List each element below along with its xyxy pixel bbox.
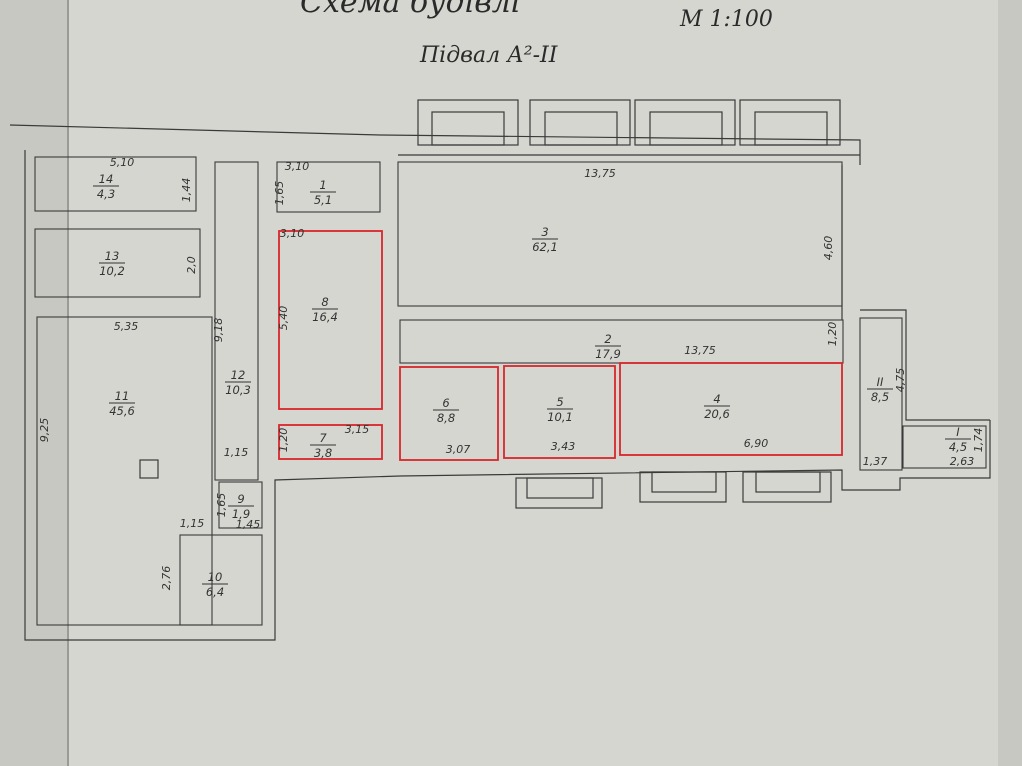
dimension-label: 3,15 <box>345 423 370 436</box>
room-8[interactable]: 816,4 3,10 5,40 <box>277 227 383 410</box>
dimension-label: 6,90 <box>744 437 769 450</box>
room-3[interactable]: 362,1 13,75 4,60 <box>397 161 843 307</box>
dimension-label: 9,18 <box>212 318 225 343</box>
room-outline <box>36 316 213 626</box>
walls <box>9 99 991 641</box>
plan-scale: М 1:100 <box>679 7 773 32</box>
room-6[interactable]: 68,8 3,07 <box>399 366 499 461</box>
dimension-label: 13,75 <box>684 344 716 357</box>
room-area: 1,9 <box>232 507 250 521</box>
dimension-label: 1,74 <box>972 428 985 453</box>
plan-subtitle: Підвал А²-ІІ <box>419 43 559 68</box>
room-outline <box>397 161 843 307</box>
dimension-label: 3,43 <box>551 440 576 453</box>
room-area: 10,1 <box>547 410 573 424</box>
dimension-label: 5,35 <box>114 320 139 333</box>
room-outline <box>902 425 987 469</box>
room-number: 14 <box>99 172 114 186</box>
room-area: 62,1 <box>532 240 558 254</box>
room-area: 10,2 <box>99 264 125 278</box>
room-number: 11 <box>115 389 130 403</box>
dimension-label: 1,45 <box>236 518 261 531</box>
room-outline <box>399 366 499 461</box>
room-outline <box>276 161 381 213</box>
dimension-label: 13,75 <box>584 167 616 180</box>
dimension-label: 9,25 <box>38 418 51 443</box>
room-number: II <box>877 375 884 389</box>
dimension-label: 4,75 <box>894 368 907 393</box>
room-outline <box>619 362 843 456</box>
paper-sheet <box>68 0 998 766</box>
room-outline <box>218 481 263 529</box>
room-number: 12 <box>231 368 246 382</box>
room-7[interactable]: 73,8 3,15 1,20 <box>277 423 383 460</box>
dimension-label: 2,0 <box>185 256 198 274</box>
dimension-label: 3,07 <box>446 443 471 456</box>
dimension-label: 1,15 <box>224 446 249 459</box>
dimension-label: 1,20 <box>277 428 290 453</box>
room-area: 8,8 <box>437 411 455 425</box>
room-area: 4,3 <box>97 187 115 201</box>
dimension-label: 1,44 <box>180 178 193 203</box>
room-number: 13 <box>105 249 120 263</box>
room-I[interactable]: I4,52,63 1,74 <box>902 425 987 469</box>
room-outline <box>859 317 903 471</box>
dimension-label: 1,20 <box>826 322 839 347</box>
dimension-label: 3,10 <box>280 227 305 240</box>
dimension-label: 3,10 <box>285 160 310 173</box>
room-number: I <box>956 425 960 439</box>
room-10[interactable]: 106,4 2,76 1,15 <box>160 517 263 626</box>
room-number: 4 <box>713 392 720 406</box>
room-number: 10 <box>208 570 223 584</box>
dimension-label: 4,60 <box>822 236 835 261</box>
room-outline <box>179 534 263 626</box>
room-outline <box>278 230 383 410</box>
room-area: 17,9 <box>595 347 621 361</box>
room-area: 8,5 <box>871 390 889 404</box>
dimension-label: 2,76 <box>160 566 173 591</box>
room-area: 10,3 <box>225 383 251 397</box>
plan-title: Схема будівлі <box>300 0 520 20</box>
room-number: 7 <box>319 431 327 445</box>
room-5[interactable]: 510,1 3,43 <box>503 365 616 459</box>
room-II[interactable]: II8,5 4,75 1,37 <box>859 317 907 471</box>
room-number: 1 <box>319 178 326 192</box>
room-outline <box>34 228 201 298</box>
dimension-label: 1,65 <box>273 181 286 206</box>
room-outline <box>278 424 383 460</box>
column <box>139 459 159 479</box>
dimension-label: 1,65 <box>215 493 228 518</box>
room-number: 9 <box>237 492 244 506</box>
dimension-label: 5,40 <box>277 306 290 331</box>
room-area: 4,5 <box>949 440 967 454</box>
room-4[interactable]: 420,6 6,90 <box>619 362 843 456</box>
dimension-label: 5,10 <box>110 156 135 169</box>
room-area: 3,8 <box>314 446 332 460</box>
dimension-label: 2,63 <box>950 455 975 468</box>
room-number: 8 <box>321 295 328 309</box>
room-outline <box>214 161 259 481</box>
room-number: 5 <box>556 395 563 409</box>
room-area: 45,6 <box>109 404 135 418</box>
room-area: 6,4 <box>206 585 224 599</box>
room-14[interactable]: 144,3 5,10 1,44 <box>34 156 197 212</box>
room-outline <box>34 156 197 212</box>
room-1[interactable]: 15,1 3,10 1,65 <box>273 160 381 213</box>
room-number: 6 <box>442 396 449 410</box>
room-area: 5,1 <box>314 193 332 207</box>
room-outline <box>503 365 616 459</box>
room-area: 16,4 <box>312 310 338 324</box>
dimension-label: 1,15 <box>180 517 205 530</box>
room-9[interactable]: 91,9 1,65 1,15 1,45 <box>215 446 263 531</box>
room-number: 2 <box>604 332 611 346</box>
room-area: 20,6 <box>704 407 730 421</box>
room-number: 3 <box>541 225 548 239</box>
dimension-label: 1,37 <box>863 455 888 468</box>
